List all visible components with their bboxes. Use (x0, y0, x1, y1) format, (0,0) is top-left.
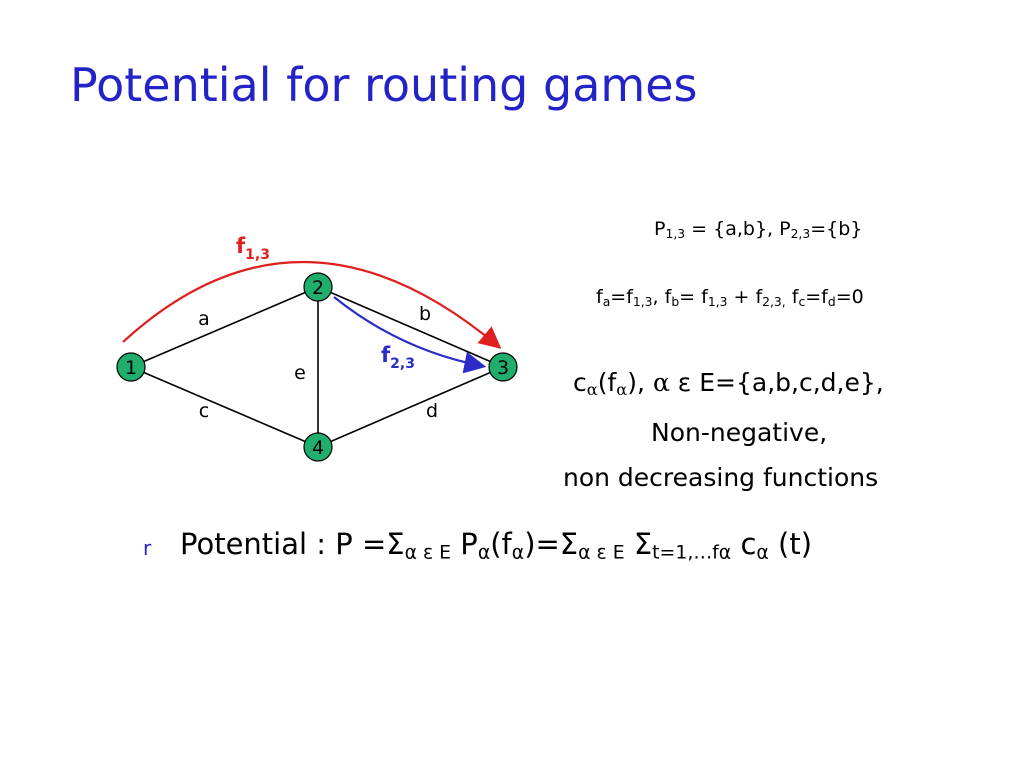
cost-functions-line1: cα(fα), α ε E={a,b,c,d,e}, (573, 368, 884, 400)
node-2: 2 (303, 272, 333, 302)
p13-sub: 1,3 (665, 227, 686, 242)
edge-b-label: b (419, 303, 431, 325)
slide-title: Potential for routing games (70, 58, 698, 112)
p23-eq: ={b} (810, 218, 863, 240)
p23-sub: 2,3 (790, 227, 811, 242)
edge-a-label: a (198, 308, 210, 330)
cost-functions-line2: Non-negative, (651, 418, 828, 447)
bullet-marker: r (143, 536, 152, 560)
edge-d (317, 366, 504, 448)
edge-c-label: c (199, 400, 209, 422)
flow-f13-label: f1,3 (236, 234, 270, 263)
node-2-label: 2 (312, 277, 324, 299)
node-1-label: 1 (125, 357, 137, 379)
potential-formula: Potential : P =Σα ε E Pα(fα)=Σα ε E Σt=1… (180, 527, 813, 564)
node-1: 1 (116, 352, 146, 382)
edge-c (130, 366, 319, 448)
node-3: 3 (488, 352, 518, 382)
edge-a (130, 286, 319, 368)
flow-f23-arc (333, 296, 487, 374)
flow-f23-label: f2,3 (381, 343, 415, 372)
edge-d-label: d (426, 400, 438, 422)
node-4-label: 4 (312, 437, 324, 459)
p13-eq: = {a,b}, P (685, 218, 791, 240)
cost-functions-line3: non decreasing functions (563, 463, 879, 492)
node-3-label: 3 (497, 357, 509, 379)
flow-equations: fa=f1,3, fb= f1,3 + f2,3, fc=fd=0 (596, 286, 864, 310)
p13-base: P (654, 218, 666, 240)
flow-f13-arc (122, 260, 502, 349)
paths-definition: P1,3 = {a,b}, P2,3={b} (654, 218, 862, 241)
edge-e-label: e (294, 362, 306, 384)
node-4: 4 (303, 432, 333, 462)
